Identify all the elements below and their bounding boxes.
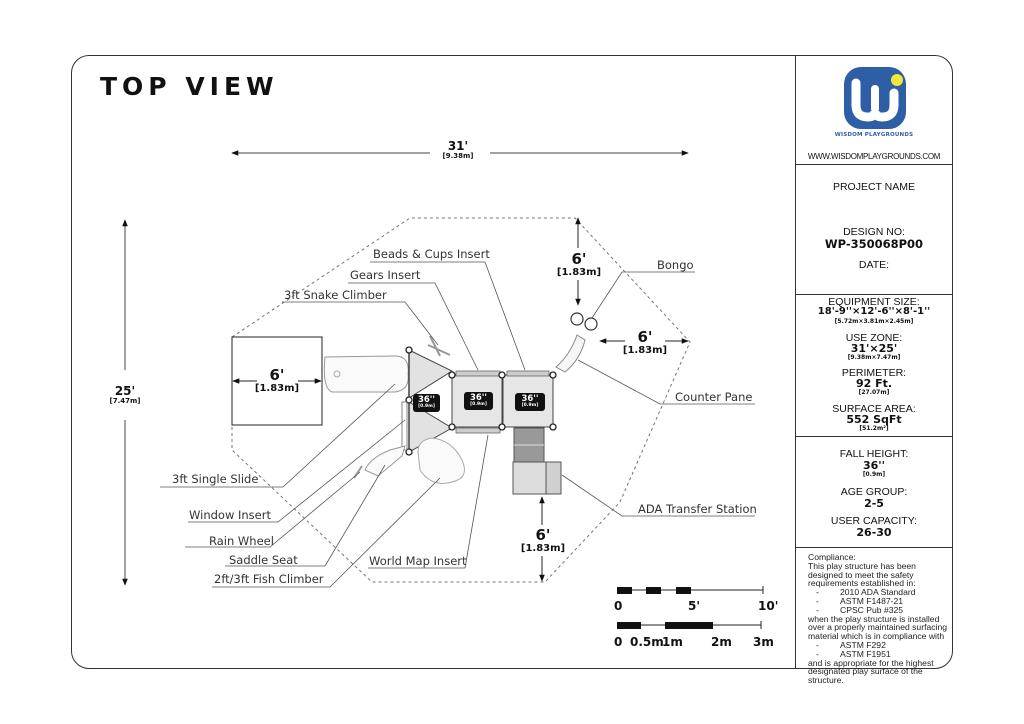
scale-metric-0-5: 0.5m (630, 635, 664, 649)
perimeter-metric: [27.07m] (858, 389, 890, 396)
design-no-value: WP-350068P00 (824, 237, 924, 251)
use-zone-outline (231, 217, 691, 583)
bongo-right (584, 317, 598, 331)
scale-bar-metric (617, 621, 762, 629)
brand-url: WWW.WISDOMPLAYGROUNDS.COM (807, 152, 941, 161)
callout-fish-climber: 2ft/3ft Fish Climber (214, 572, 324, 586)
posts (405, 346, 557, 456)
scale-imperial-0: 0 (614, 599, 623, 613)
brand-name: WISDOM PLAYGROUNDS (834, 132, 914, 138)
leader-lines (160, 261, 755, 588)
equipment-size-value: 18'-9''×12'-6''×8'-1'' (817, 306, 931, 317)
design-no-label: DESIGN NO: (843, 226, 905, 238)
callout-world-map-insert: World Map Insert (369, 554, 467, 568)
title-block (795, 55, 954, 669)
age-group-label: AGE GROUP: (840, 486, 908, 498)
callout-rain-wheel: Rain Wheel (209, 534, 274, 548)
callout-snake-climber: 3ft Snake Climber (284, 288, 387, 302)
surface-area-metric: [51.2m²] (859, 425, 889, 432)
clearance-left-dimension: 6' [1.83m] (254, 366, 300, 394)
compliance-heading: Compliance: (808, 552, 856, 562)
surfacing-standard: -ASTM F1951 (816, 648, 891, 659)
deck-height-badge: 36'' [0.9m] (515, 393, 545, 411)
fall-height-metric: [0.9m] (862, 471, 886, 478)
perimeter-label: PERIMETER: (841, 367, 907, 379)
clearance-right-dimension: 6' [1.83m] (622, 328, 668, 356)
scale-imperial-10: 10' (758, 599, 779, 613)
use-zone-label: USE ZONE: (845, 332, 903, 344)
deck-height-badge: 36'' [0.9m] (413, 394, 440, 412)
fall-height-label: FALL HEIGHT: (839, 448, 909, 460)
date-label: DATE: (858, 259, 890, 271)
user-capacity-value: 26-30 (856, 526, 892, 539)
scale-imperial-5: 5' (688, 599, 701, 613)
callout-bongo: Bongo (657, 258, 694, 272)
title-block-divider (795, 164, 953, 165)
callout-saddle-seat: Saddle Seat (229, 553, 298, 567)
age-group-value: 2-5 (864, 497, 884, 510)
title-block-divider (795, 547, 953, 548)
surface-area-value: 552 SqFt (846, 413, 902, 426)
drawing-frame (71, 55, 953, 669)
equipment-size-metric: [5.72m×3.81m×2.45m] (834, 318, 914, 325)
scale-bar-imperial (617, 586, 764, 594)
project-name-label: PROJECT NAME (832, 181, 916, 193)
single-slide (323, 355, 409, 393)
use-zone-value: 31'×25' (850, 342, 898, 355)
compliance-middle: when the play structure is installed ove… (808, 613, 948, 642)
surface-area-label: SURFACE AREA: (832, 403, 916, 415)
clearance-bottom-dimension: 6' [1.83m] (520, 526, 566, 554)
equipment-size-label: EQUIPMENT SIZE: (828, 296, 920, 308)
compliance-intro: This play structure has been designed to… (808, 560, 916, 589)
overall-width-dimension: 31' [9.38m] (442, 139, 474, 160)
overall-depth-dimension: 25' [7.47m] (109, 384, 141, 405)
compliance-standard: -2010 ADA Standard (816, 587, 916, 598)
compliance-standard: -CPSC Pub #325 (816, 604, 904, 615)
logo-dot (891, 74, 903, 86)
saddle-seat (364, 445, 406, 477)
counter-pane (555, 334, 586, 373)
use-zone-metric: [9.38m×7.47m] (847, 354, 901, 361)
slide-exit-zone (231, 336, 323, 426)
compliance-closing: and is appropriate for the highest desig… (808, 657, 934, 686)
surfacing-standard: -ASTM F292 (816, 639, 886, 650)
callout-counter-pane: Counter Pane (675, 390, 753, 404)
scale-metric-3: 3m (753, 635, 774, 649)
callout-beads-cups-insert: Beads & Cups Insert (373, 247, 490, 261)
page-title: TOP VIEW (100, 72, 279, 101)
scale-metric-1: 1m (662, 635, 683, 649)
perimeter-value: 92 Ft. (855, 377, 893, 390)
user-capacity-label: USER CAPACITY: (830, 515, 918, 527)
scale-metric-0: 0 (614, 635, 623, 649)
compliance-standard: -ASTM F1487-21 (816, 595, 904, 606)
fall-height-value: 36'' (862, 459, 886, 472)
title-block-divider (795, 294, 953, 295)
scale-metric-2: 2m (711, 635, 732, 649)
fish-climber (417, 437, 465, 484)
callout-window-insert: Window Insert (189, 508, 271, 522)
snake-climber (429, 335, 441, 357)
clearance-top-dimension: 6' [1.83m] (556, 250, 602, 278)
bongo-left (570, 312, 584, 326)
compliance-notes: Compliance: This play structure has been… (808, 553, 953, 685)
triangle-deck-upper (408, 349, 454, 399)
callout-gears-insert: Gears Insert (350, 268, 421, 282)
callout-single-slide: 3ft Single Slide (172, 472, 259, 486)
callout-ada-transfer-station: ADA Transfer Station (638, 502, 757, 516)
title-block-divider (795, 436, 953, 437)
deck-height-badge: 36'' [0.9m] (464, 392, 493, 410)
